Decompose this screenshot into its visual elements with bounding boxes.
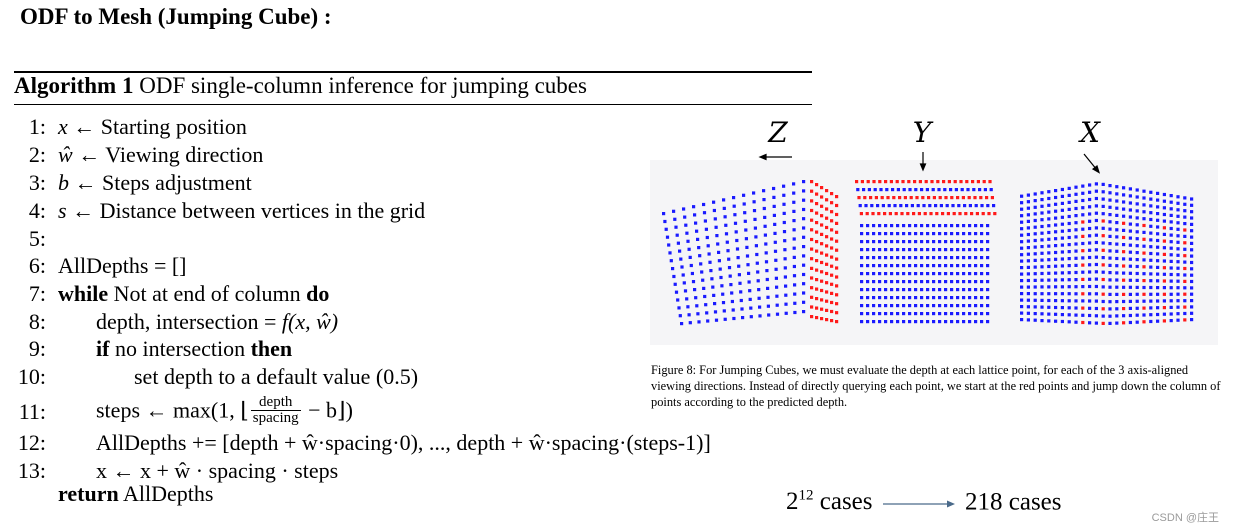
line-number: 8:	[28, 309, 46, 334]
keyword-then: then	[250, 336, 293, 361]
axis-label-y: Y	[913, 116, 934, 149]
line-body: return AllDepths	[58, 481, 214, 506]
arrow-right-icon	[882, 500, 955, 508]
cube-view-x	[1020, 182, 1194, 325]
algorithm-title: Algorithm 1 ODF single-column inference …	[14, 73, 587, 99]
line-body: AllDepths = []	[58, 253, 187, 278]
cases-before: 212 cases	[786, 488, 873, 516]
line-number: 4:	[28, 198, 46, 223]
line-body: depth, intersection = f(x, ŵ)	[96, 309, 339, 334]
cube-view-y	[855, 180, 997, 324]
cube-view-z	[662, 180, 839, 326]
line-number: 12:	[17, 430, 46, 455]
algorithm-title-label: Algorithm 1	[14, 73, 134, 98]
watermark: CSDN @庄王	[1151, 512, 1219, 524]
line-body: set depth to a default value (0.5)	[134, 364, 419, 389]
line-number: 3:	[28, 170, 46, 195]
line-number: 9:	[28, 336, 46, 361]
keyword-if: if	[96, 336, 110, 361]
arrow-x-icon	[1083, 153, 1101, 174]
jumping-cubes-figure: Z Y X	[650, 116, 1218, 345]
line-body: if no intersection then	[96, 336, 293, 361]
keyword-return: return	[58, 481, 119, 506]
line-number: 7:	[28, 281, 46, 306]
page-heading: ODF to Mesh (Jumping Cube) :	[20, 4, 332, 29]
line-body: x ← Starting position	[58, 114, 247, 139]
axis-label-x: X	[1078, 116, 1101, 149]
line-number: 6:	[28, 253, 46, 278]
line-number: 5:	[28, 226, 46, 251]
arrow-z-icon	[758, 153, 792, 161]
algorithm-title-text: ODF single-column inference for jumping …	[133, 73, 587, 98]
line-body: b ← Steps adjustment	[58, 170, 252, 195]
line-number: 13:	[17, 458, 46, 483]
keyword-while: while	[58, 281, 109, 306]
line-number: 2:	[28, 142, 46, 167]
line-body: AllDepths += [depth + ŵ·spacing·0), ...,…	[96, 430, 711, 455]
cases-reduction-note: 212 cases 218 cases	[786, 488, 1062, 516]
cases-after: 218 cases	[965, 488, 1062, 516]
line-body: x ← x + ŵ · spacing · steps	[96, 458, 339, 483]
line-body: while Not at end of column do	[58, 281, 330, 306]
line-body: s ← Distance between vertices in the gri…	[58, 198, 426, 223]
keyword-do: do	[306, 281, 330, 306]
line-number: 1:	[28, 114, 46, 139]
line-number: 10:	[17, 364, 46, 389]
algorithm-top-rule	[14, 71, 812, 73]
line-body: ŵ ← Viewing direction	[58, 142, 264, 167]
figure-caption: Figure 8: For Jumping Cubes, we must eva…	[651, 363, 1221, 409]
axis-label-z: Z	[767, 116, 788, 149]
algorithm-title-rule	[14, 104, 812, 105]
line-number: 11:	[18, 399, 46, 424]
arrow-y-icon	[919, 152, 927, 172]
